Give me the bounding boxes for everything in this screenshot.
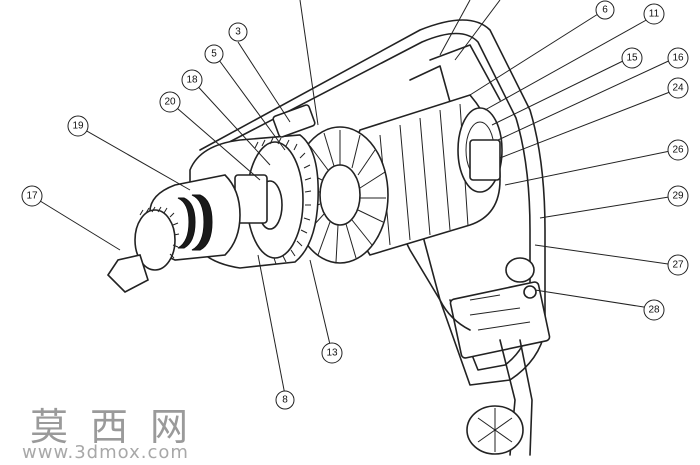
callout-18: 18 <box>181 69 203 91</box>
callout-20: 20 <box>159 91 181 113</box>
callout-26: 26 <box>667 139 689 161</box>
svg-text:17: 17 <box>26 191 38 202</box>
svg-text:20: 20 <box>164 97 176 108</box>
svg-text:19: 19 <box>72 121 84 132</box>
watermark-url: www.3dmox.com <box>22 442 189 463</box>
svg-text:8: 8 <box>282 395 288 406</box>
svg-text:5: 5 <box>211 49 217 60</box>
svg-text:27: 27 <box>672 260 684 271</box>
watermark-name: 莫西网 <box>30 405 211 449</box>
callouts: 3 5 6 8 11 13 15 16 17 18 19 20 24 26 27… <box>21 0 689 410</box>
callout-24: 24 <box>667 77 689 99</box>
svg-text:16: 16 <box>672 53 684 64</box>
svg-text:6: 6 <box>602 5 608 16</box>
callout-13: 13 <box>321 342 343 364</box>
callout-17: 17 <box>21 185 43 207</box>
svg-text:18: 18 <box>186 75 198 86</box>
svg-text:13: 13 <box>326 348 338 359</box>
svg-text:15: 15 <box>626 53 638 64</box>
svg-text:26: 26 <box>672 145 684 156</box>
callout-11: 11 <box>643 3 665 25</box>
callout-15: 15 <box>621 47 643 69</box>
callout-28: 28 <box>643 299 665 321</box>
callout-29: 29 <box>667 185 689 207</box>
svg-text:28: 28 <box>648 305 660 316</box>
callout-8: 8 <box>275 390 295 410</box>
drill-chuck <box>106 174 241 293</box>
leader-lines <box>31 0 676 396</box>
svg-text:24: 24 <box>672 83 684 94</box>
callout-19: 19 <box>67 115 89 137</box>
callout-16: 16 <box>667 47 689 69</box>
callout-27: 27 <box>667 254 689 276</box>
callout-3: 3 <box>228 22 248 42</box>
callout-5: 5 <box>204 44 224 64</box>
cord-guard <box>466 257 537 456</box>
svg-text:29: 29 <box>672 191 684 202</box>
callout-6: 6 <box>595 0 615 20</box>
svg-text:3: 3 <box>235 27 241 38</box>
svg-text:11: 11 <box>649 9 660 20</box>
handle-housing <box>199 19 551 386</box>
